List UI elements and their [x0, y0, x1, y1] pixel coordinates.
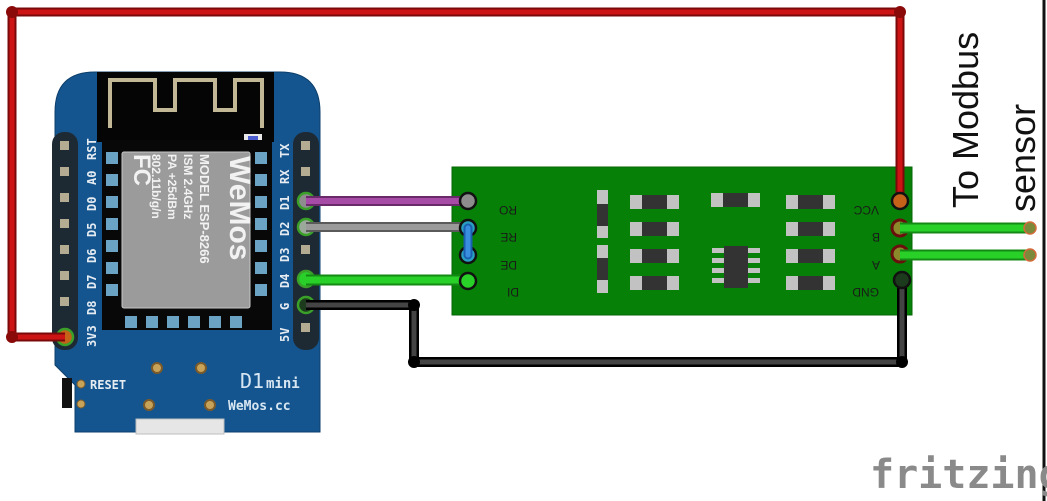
rs485-label-re: RE — [500, 230, 517, 244]
module-wifi: 802.11b/g/n — [149, 154, 163, 219]
pin-label-rst: RST — [85, 138, 99, 160]
rs485-label-di: DI — [507, 285, 519, 299]
rs485-label-vcc: VCC — [853, 203, 879, 217]
mount-hole — [195, 362, 207, 374]
module-ism: ISM 2.4GHz — [181, 154, 195, 219]
rs485-module[interactable]: RO RE DE DI VCC B A GND — [451, 166, 913, 316]
reset-label: RESET — [90, 378, 126, 392]
pin-label-rx: RX — [278, 169, 292, 184]
smd-components — [597, 190, 835, 293]
rs485-label-a: A — [872, 258, 880, 272]
transceiver-ic — [724, 246, 748, 288]
wire-endpoint-a[interactable] — [1023, 248, 1037, 262]
pin-di-connector[interactable] — [458, 271, 478, 291]
left-header — [52, 132, 78, 350]
rs485-label-de: DE — [500, 258, 517, 272]
pin-label-d0: D0 — [85, 197, 99, 211]
mount-hole — [151, 362, 163, 374]
usb-connector — [135, 418, 225, 435]
pin-label-d5: D5 — [85, 223, 99, 237]
pin-ro-connector[interactable] — [458, 191, 478, 211]
pin-label-a0: A0 — [85, 171, 99, 185]
esp8266-shield — [121, 151, 251, 309]
note-sensor: sensor — [1002, 104, 1043, 212]
right-header — [293, 132, 319, 350]
antenna-area — [97, 72, 274, 142]
pin-gnd-connector[interactable] — [892, 270, 912, 290]
rs485-board — [451, 166, 913, 316]
pin-label-d2: D2 — [278, 222, 292, 236]
rs485-label-gnd: GND — [852, 285, 879, 299]
reset-pad — [76, 379, 86, 389]
pin-label-d4: D4 — [278, 274, 292, 288]
wire-endpoint-b[interactable] — [1023, 221, 1037, 235]
wire-bend-point[interactable] — [6, 6, 18, 18]
board-label-d1: D1 — [240, 369, 264, 393]
note-to-modbus: To Modbus — [945, 32, 986, 208]
pin-label-5v: 5V — [278, 328, 292, 342]
module-pa: PA +25dBm — [165, 154, 179, 220]
wire-bend-point[interactable] — [408, 356, 420, 368]
fcc-logo: FC — [128, 154, 155, 186]
rs485-label-ro: RO — [499, 203, 517, 217]
wire-bend-point[interactable] — [408, 299, 420, 311]
wemos-d1-mini-board[interactable]: WeMos MODEL ESP-8266 ISM 2.4GHz PA +25dB… — [52, 71, 321, 435]
wire-bus-b[interactable] — [900, 221, 1037, 235]
pin-vcc-connector[interactable] — [890, 191, 910, 211]
wire-ground[interactable] — [306, 282, 908, 368]
pin-label-3v3: 3V3 — [85, 325, 99, 347]
board-site: WeMos.cc — [228, 399, 291, 414]
pin-label-g: G — [278, 303, 292, 310]
right-pin-squares — [301, 141, 310, 332]
module-pads — [106, 152, 267, 328]
led-blue — [248, 136, 258, 141]
wire-bend-point[interactable] — [6, 331, 18, 343]
pcb-antenna-trace — [108, 78, 264, 128]
wire-bus-a[interactable] — [900, 248, 1037, 262]
pin-label-tx: TX — [278, 143, 292, 158]
rs485-label-b: B — [872, 230, 880, 244]
wire-bend-point[interactable] — [894, 6, 906, 18]
pin-label-d8: D8 — [85, 301, 99, 315]
fritzing-logo: fritzing — [870, 452, 1047, 498]
pin-label-d7: D7 — [85, 275, 99, 289]
pin-label-d6: D6 — [85, 249, 99, 263]
pin-label-d1: D1 — [278, 196, 292, 210]
pin-label-d3: D3 — [278, 248, 292, 262]
wire-bend-point[interactable] — [896, 356, 908, 368]
board-label-mini: mini — [266, 376, 300, 392]
wire-power[interactable] — [6, 6, 906, 343]
left-pin-squares — [60, 141, 69, 306]
mount-hole — [204, 399, 216, 411]
reset-button[interactable] — [62, 378, 72, 408]
module-model: MODEL ESP-8266 — [197, 154, 212, 264]
mount-hole — [143, 399, 155, 411]
wemos-logo-text: WeMos — [223, 156, 256, 260]
reset-pad — [76, 399, 86, 409]
